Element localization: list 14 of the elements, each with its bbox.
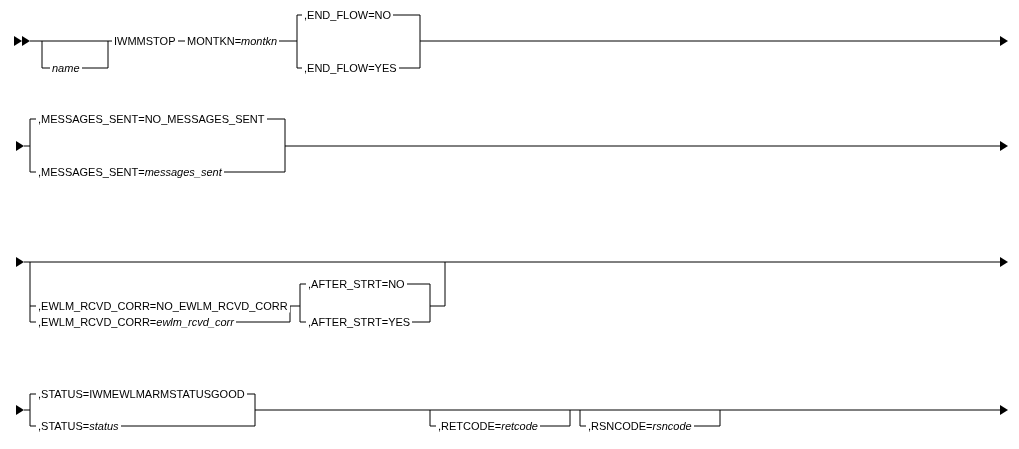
- syntax-keyword: ,RSNCODE=rsncode: [586, 419, 694, 433]
- syntax-keyword: IWMMSTOP: [112, 34, 178, 48]
- syntax-keyword: MONTKN=montkn: [185, 34, 280, 48]
- syntax-keyword: ,EWLM_RCVD_CORR=ewlm_rcvd_corr: [36, 315, 236, 329]
- syntax-keyword: ,AFTER_STRT=YES: [306, 315, 413, 329]
- syntax-keyword: ,END_FLOW=YES: [302, 61, 399, 75]
- syntax-keyword: ,MESSAGES_SENT=NO_MESSAGES_SENT: [36, 112, 267, 126]
- syntax-keyword: ,STATUS=status: [36, 419, 121, 433]
- syntax-keyword: ,EWLM_RCVD_CORR=NO_EWLM_RCVD_CORR: [36, 299, 290, 313]
- syntax-keyword: ,RETCODE=retcode: [436, 419, 540, 433]
- syntax-keyword: ,STATUS=IWMEWLMARMSTATUSGOOD: [36, 387, 247, 401]
- syntax-keyword: ,MESSAGES_SENT=messages_sent: [36, 165, 224, 179]
- syntax-keyword: ,AFTER_STRT=NO: [306, 277, 407, 291]
- syntax-keyword: ,END_FLOW=NO: [302, 8, 394, 22]
